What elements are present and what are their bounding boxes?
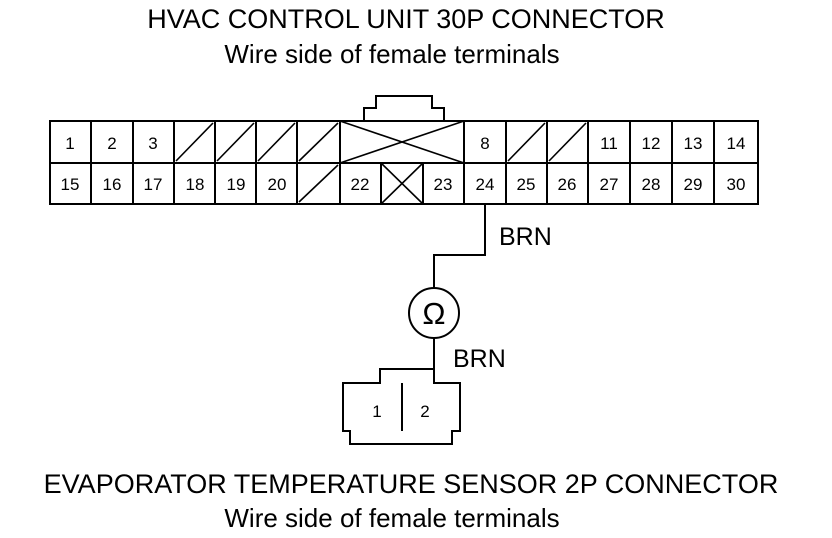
pin-label: 15 [61,175,80,194]
bottom-connector-title: EVAPORATOR TEMPERATURE SENSOR 2P CONNECT… [44,469,779,499]
pin-label: 25 [517,175,536,194]
row1-dividers [90,121,715,163]
wire-label-upper: BRN [499,223,552,251]
row2-pin-labels: 15 16 17 18 19 20 22 23 24 25 26 27 28 2… [61,175,746,194]
ohmmeter-icon: Ω [408,287,460,339]
pin-label: 23 [434,175,453,194]
evaporator-2p-connector: 1 2 [342,368,461,445]
pin-label: 3 [148,134,157,153]
row2-dividers [90,163,715,204]
row1-pin-labels: 1 2 3 8 11 12 13 14 [65,134,745,153]
pin-label: 26 [558,175,577,194]
row2-blocked-cavity [380,162,424,205]
top-connector-title: HVAC CONTROL UNIT 30P CONNECTOR [147,4,665,34]
pin-label: 20 [268,175,287,194]
pin-label: 28 [642,175,661,194]
pin-label: 1 [65,134,74,153]
pin-label: 16 [103,175,122,194]
wire-upper [433,204,486,288]
pin-label: 29 [684,175,703,194]
pin-label: 8 [480,134,489,153]
pin-label: 19 [227,175,246,194]
wire-label-lower: BRN [453,345,506,373]
pin-label: 27 [600,175,619,194]
pin-label: 22 [351,175,370,194]
top-connector-subtitle: Wire side of female terminals [224,39,559,69]
pin-label: 13 [684,134,703,153]
ohm-symbol: Ω [422,296,445,331]
pin-label: 12 [642,134,661,153]
row1-blocked-cavity [339,120,465,164]
pin-label: 17 [144,175,163,194]
pin-label: 1 [372,402,381,421]
row1-empty-cavities [175,122,587,162]
pin-label: 14 [727,134,746,153]
pin-label: 2 [420,402,429,421]
pin-label: 30 [727,175,746,194]
hvac-30p-connector: 1 2 3 8 11 12 13 14 15 16 17 18 19 20 22… [49,95,759,205]
pin-label: 18 [186,175,205,194]
pin-label: 24 [476,175,495,194]
row2-empty-cavity [298,164,339,203]
pin-label: 2 [107,134,116,153]
pin-label: 11 [600,134,618,153]
bottom-connector-subtitle: Wire side of female terminals [224,503,559,533]
